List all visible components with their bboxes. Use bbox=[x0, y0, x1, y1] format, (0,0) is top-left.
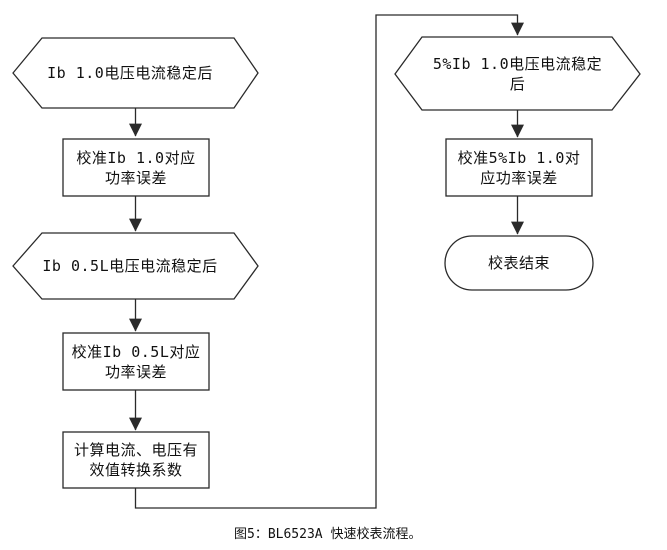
hexagon-5pct-ib10-stable bbox=[394, 36, 641, 111]
hexagon-ib05l-stable bbox=[12, 232, 259, 300]
hexagon-5pct-ib10-stable-label: 5%Ib 1.0电压电流稳定 后 bbox=[432, 54, 603, 93]
terminator-calibration-done bbox=[444, 235, 594, 291]
connector-rect3-to-hex3 bbox=[134, 14, 524, 509]
process-calibrate-5pct-ib10-label: 校准5%Ib 1.0对 应功率误差 bbox=[457, 148, 581, 187]
hexagon-ib10-stable bbox=[12, 37, 259, 109]
process-calibrate-ib10 bbox=[62, 138, 210, 197]
hexagon-ib05l-stable-label: Ib 0.5L电压电流稳定后 bbox=[42, 257, 218, 275]
process-calc-rms-coeff-label: 计算电流、电压有 效值转换系数 bbox=[73, 441, 198, 479]
process-calc-rms-coeff bbox=[62, 431, 210, 489]
terminator-calibration-done-label: 校表结束 bbox=[487, 254, 550, 272]
hexagon-ib10-stable-label: Ib 1.0电压电流稳定后 bbox=[47, 64, 213, 82]
process-calibrate-ib05l-label: 校准Ib 0.5L对应 功率误差 bbox=[71, 342, 201, 381]
process-calibrate-ib10-label: 校准Ib 1.0对应 功率误差 bbox=[76, 148, 196, 187]
process-calibrate-5pct-ib10 bbox=[445, 138, 593, 197]
figure-caption: 图5：BL6523A 快速校表流程。 bbox=[234, 527, 422, 542]
